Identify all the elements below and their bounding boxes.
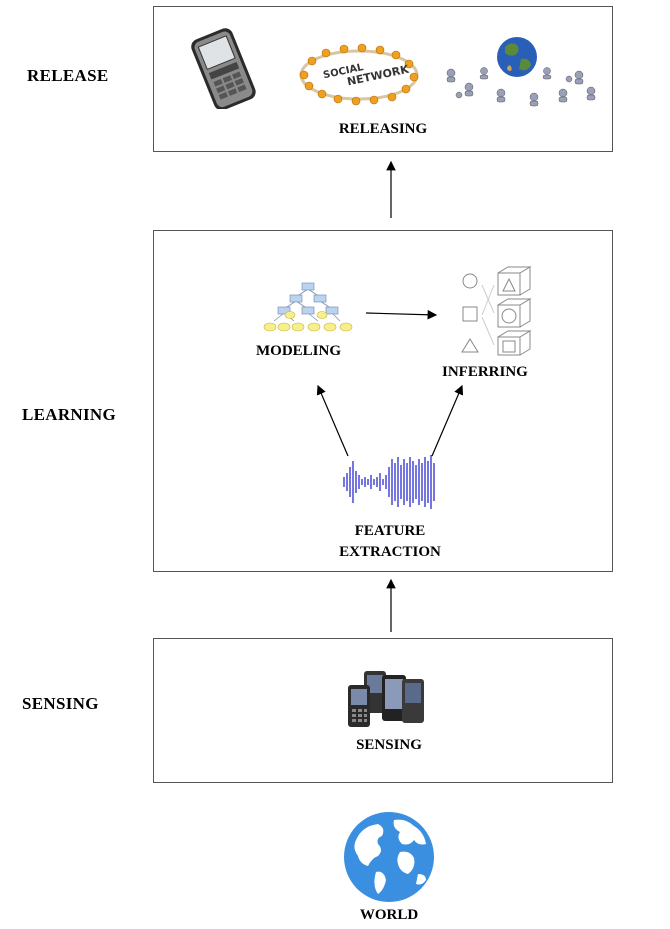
feature-extraction-caption: FEATURE EXTRACTION (314, 521, 466, 563)
modeling-tree-icon (263, 282, 353, 332)
modeling-caption: MODELING (256, 343, 342, 359)
connected-globe-icon (446, 37, 596, 107)
arrow-feature-to-inferring (431, 384, 464, 457)
waveform-icon (343, 455, 435, 509)
releasing-caption: RELEASING (338, 121, 428, 137)
inferring-caption: INFERRING (442, 364, 528, 380)
mobile-phone-icon (191, 28, 256, 109)
learning-box: MODELING INFERRING (153, 230, 613, 572)
arrow-modeling-to-inferring (365, 309, 438, 320)
release-box: SOCIAL NETWORK RELEASING (153, 6, 613, 152)
feature-line-2: EXTRACTION (339, 544, 441, 560)
stage-label-sensing: SENSING (22, 694, 99, 713)
world-globe-icon (344, 812, 434, 902)
world-caption: WORLD (359, 907, 419, 923)
sensing-caption: SENSING (356, 737, 422, 753)
arrow-feature-to-modeling (316, 384, 349, 457)
social-network-icon: SOCIAL NETWORK (299, 43, 419, 106)
stage-label-learning: LEARNING (22, 405, 117, 424)
feature-line-1: FEATURE (354, 523, 426, 539)
smartphones-icon (348, 671, 424, 727)
inferring-shapes-icon (461, 266, 532, 356)
stage-label-release: RELEASE (27, 66, 109, 85)
sensing-box: SENSING (153, 638, 613, 783)
